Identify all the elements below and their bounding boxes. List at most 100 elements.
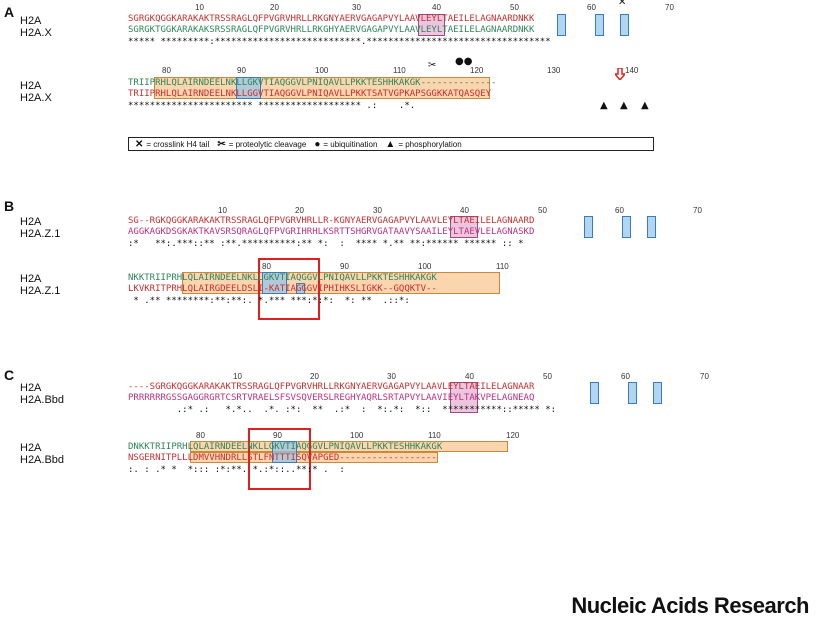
highlight-blue [595, 14, 604, 36]
sequence-name: H2A.X [20, 92, 52, 104]
ruler-tick: 70 [700, 372, 709, 381]
ruler-tick: 30 [387, 372, 396, 381]
sequence-row: TRIIPRHLQLAIRNDEELNKLLGGVTIAQGGVLPNIQAVL… [128, 89, 492, 99]
ruler-tick: 40 [460, 206, 469, 215]
highlight-blue [622, 216, 631, 238]
ruler-tick: 10 [218, 206, 227, 215]
scissors-icon: ✂ [217, 138, 226, 150]
ruler-tick: 100 [315, 66, 329, 75]
highlight-blue [262, 272, 287, 294]
highlight-pink [450, 216, 478, 238]
ruler-tick: 50 [538, 206, 547, 215]
sequence-row: NSGERNITPLLLDMVVHNDRLLSTLFNTTTISQVAPGED-… [128, 453, 437, 463]
sequence-name: H2A [20, 15, 42, 27]
legend-item: ●= ubiquitination [314, 139, 377, 150]
ruler-tick: 10 [233, 372, 242, 381]
highlight-blue [590, 382, 599, 404]
legend: ✕= crosslink H4 tail ✂= proteolytic clea… [128, 137, 654, 151]
ruler-tick: 100 [350, 431, 364, 440]
ruler-tick: 90 [273, 431, 282, 440]
ruler-tick: 10 [195, 3, 204, 12]
sequence-row: DNKKTRIIPRHLQLAIRNDEELNKLLGKVTIAQGGVLPNI… [128, 442, 443, 452]
sequence-row: AGGKAGKDSGKAKTKAVSRSQRAGLQFPVGRIHRHLKSRT… [128, 227, 535, 237]
highlight-blue [557, 14, 566, 36]
highlight-orange [182, 272, 500, 294]
sequence-row: NKKTRIIPRHLQLAIRNDEELNKLLGKVTIAQGGVLPNIQ… [128, 273, 437, 283]
highlight-red-box [258, 258, 320, 320]
highlight-blue [296, 283, 305, 294]
journal-logo: Nucleic Acids Research [571, 593, 809, 618]
sequence-name: H2A.Bbd [20, 454, 65, 466]
highlight-pink [450, 382, 478, 413]
ruler-tick: 40 [432, 3, 441, 12]
highlight-blue [620, 14, 629, 36]
ruler-tick: 80 [196, 431, 205, 440]
sequence-name: H2A [20, 382, 42, 394]
panel-letter-b: B [4, 198, 15, 214]
down-arrow-icon [615, 68, 625, 80]
sequence-name: H2A.Z.1 [20, 228, 61, 240]
ruler-tick: 110 [428, 431, 441, 440]
dot-icon: ● [314, 138, 321, 150]
ruler-tick: 140 [625, 66, 639, 75]
sequence-row: SGRGKQGGKARAKAKTRSSRAGLQFPVGRVHRLLRKGNYA… [128, 14, 535, 24]
legend-label: = crosslink H4 tail [146, 139, 210, 149]
highlight-blue [272, 441, 297, 463]
sequence-name: H2A [20, 273, 42, 285]
triangle-icon: ▲ [385, 138, 396, 150]
consensus-row: * .** ********:**:**:. *.*** ***:*:*: *:… [128, 296, 410, 306]
ruler-tick: 20 [310, 372, 319, 381]
ruler-tick: 80 [262, 262, 271, 271]
legend-label: = proteolytic cleavage [228, 139, 307, 149]
ruler-tick: 90 [340, 262, 349, 271]
ruler-tick: 70 [693, 206, 702, 215]
ruler-tick: 70 [665, 3, 674, 12]
highlight-blue [236, 77, 261, 99]
ruler-tick: 90 [237, 66, 246, 75]
highlight-blue [584, 216, 593, 238]
highlight-blue [647, 216, 656, 238]
legend-item: ✂= proteolytic cleavage [217, 139, 306, 150]
legend-item: ✕= crosslink H4 tail [135, 139, 209, 150]
crosslink-marker-icon: ✕ [618, 0, 627, 8]
sequence-row: LKVKRITPRHLQLAIRGDEELDSLI-KATIAGGGVIPHIH… [128, 284, 437, 294]
sequence-row: TRIIPRHLQLAIRNDEELNKLLGKVTIAQGGVLPNIQAVL… [128, 78, 497, 88]
panel-letter-c: C [4, 367, 15, 383]
phosphorylation-marker-icon: ▲ [620, 100, 628, 111]
ruler-tick: 80 [162, 66, 171, 75]
panel-letter-a: A [4, 4, 15, 20]
consensus-row: :. : .* * *::: :*:**. *.:*::..**:* . : [128, 465, 345, 475]
legend-label: = ubiquitination [323, 139, 378, 149]
sequence-name: H2A.X [20, 27, 52, 39]
ruler-tick: 40 [465, 372, 474, 381]
ruler-tick: 100 [418, 262, 432, 271]
ruler-tick: 110 [496, 262, 509, 271]
ruler-tick: 60 [615, 206, 624, 215]
consensus-row: *********************** ****************… [128, 101, 497, 111]
ruler-tick: 120 [470, 66, 484, 75]
highlight-red-box [248, 428, 311, 490]
sequence-name: H2A [20, 80, 42, 92]
ruler-tick: 20 [270, 3, 279, 12]
crosslink-icon: ✕ [135, 138, 144, 150]
highlight-orange [190, 452, 438, 463]
legend-item: ▲= phosphorylation [385, 139, 461, 150]
sequence-name: H2A [20, 442, 42, 454]
ruler-tick: 110 [393, 66, 406, 75]
ruler-tick: 30 [352, 3, 361, 12]
highlight-blue [628, 382, 637, 404]
sequence-row: SGRGKTGGKARAKAKSRSSRAGLQFPVGRVHRLLRKGHYA… [128, 25, 535, 35]
consensus-row: ***** *********:************************… [128, 37, 551, 47]
ruler-tick: 60 [621, 372, 630, 381]
ruler-tick: 30 [373, 206, 382, 215]
highlight-pink [418, 14, 445, 36]
ruler-tick: 120 [506, 431, 520, 440]
ubiquitination-marker-icon: ●● [455, 56, 473, 67]
ruler-tick: 50 [510, 3, 519, 12]
ruler-tick: 130 [547, 66, 561, 75]
legend-label: = phosphorylation [398, 139, 462, 149]
ruler-tick: 60 [587, 3, 596, 12]
ruler-tick: 50 [543, 372, 552, 381]
highlight-blue [653, 382, 662, 404]
phosphorylation-marker-icon: ▲ [641, 100, 649, 111]
